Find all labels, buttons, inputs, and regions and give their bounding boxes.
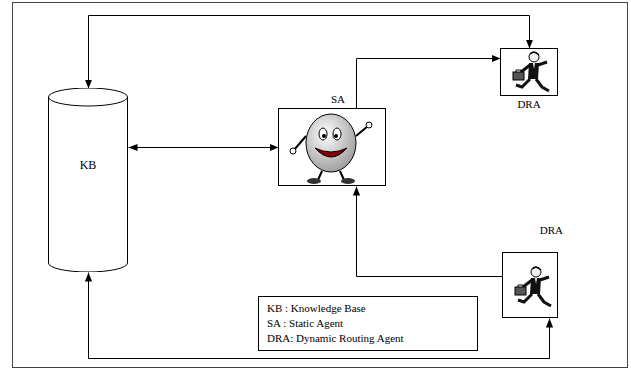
static-agent-figure (290, 114, 372, 184)
legend-entry: KB : Knowledge Base (267, 301, 469, 316)
connector-arrow (357, 59, 501, 109)
agent-box: SA (278, 108, 386, 186)
routing-agent-figure (515, 267, 551, 306)
knowledge-base-cylinder: KB (48, 88, 128, 272)
connector-arrow (129, 147, 279, 148)
cylinder-outline (48, 88, 128, 272)
connector-arrow (89, 273, 550, 359)
routing-agent-figure (513, 52, 549, 91)
connector-arrow (89, 16, 530, 89)
outer-frame (13, 3, 628, 368)
legend-entry: DRA: Dynamic Routing Agent (267, 331, 469, 346)
agent-box: DRA (502, 252, 558, 318)
connector-arrow (357, 187, 503, 277)
node-label: KB (48, 158, 128, 172)
agent-label: DRA (501, 98, 557, 111)
agent-label: SA (331, 93, 345, 106)
legend-box: KB : Knowledge BaseSA : Static AgentDRA:… (258, 296, 478, 351)
agent-label: DRA (540, 224, 563, 237)
agent-box: DRA (500, 48, 558, 96)
legend-entry: SA : Static Agent (267, 316, 469, 331)
